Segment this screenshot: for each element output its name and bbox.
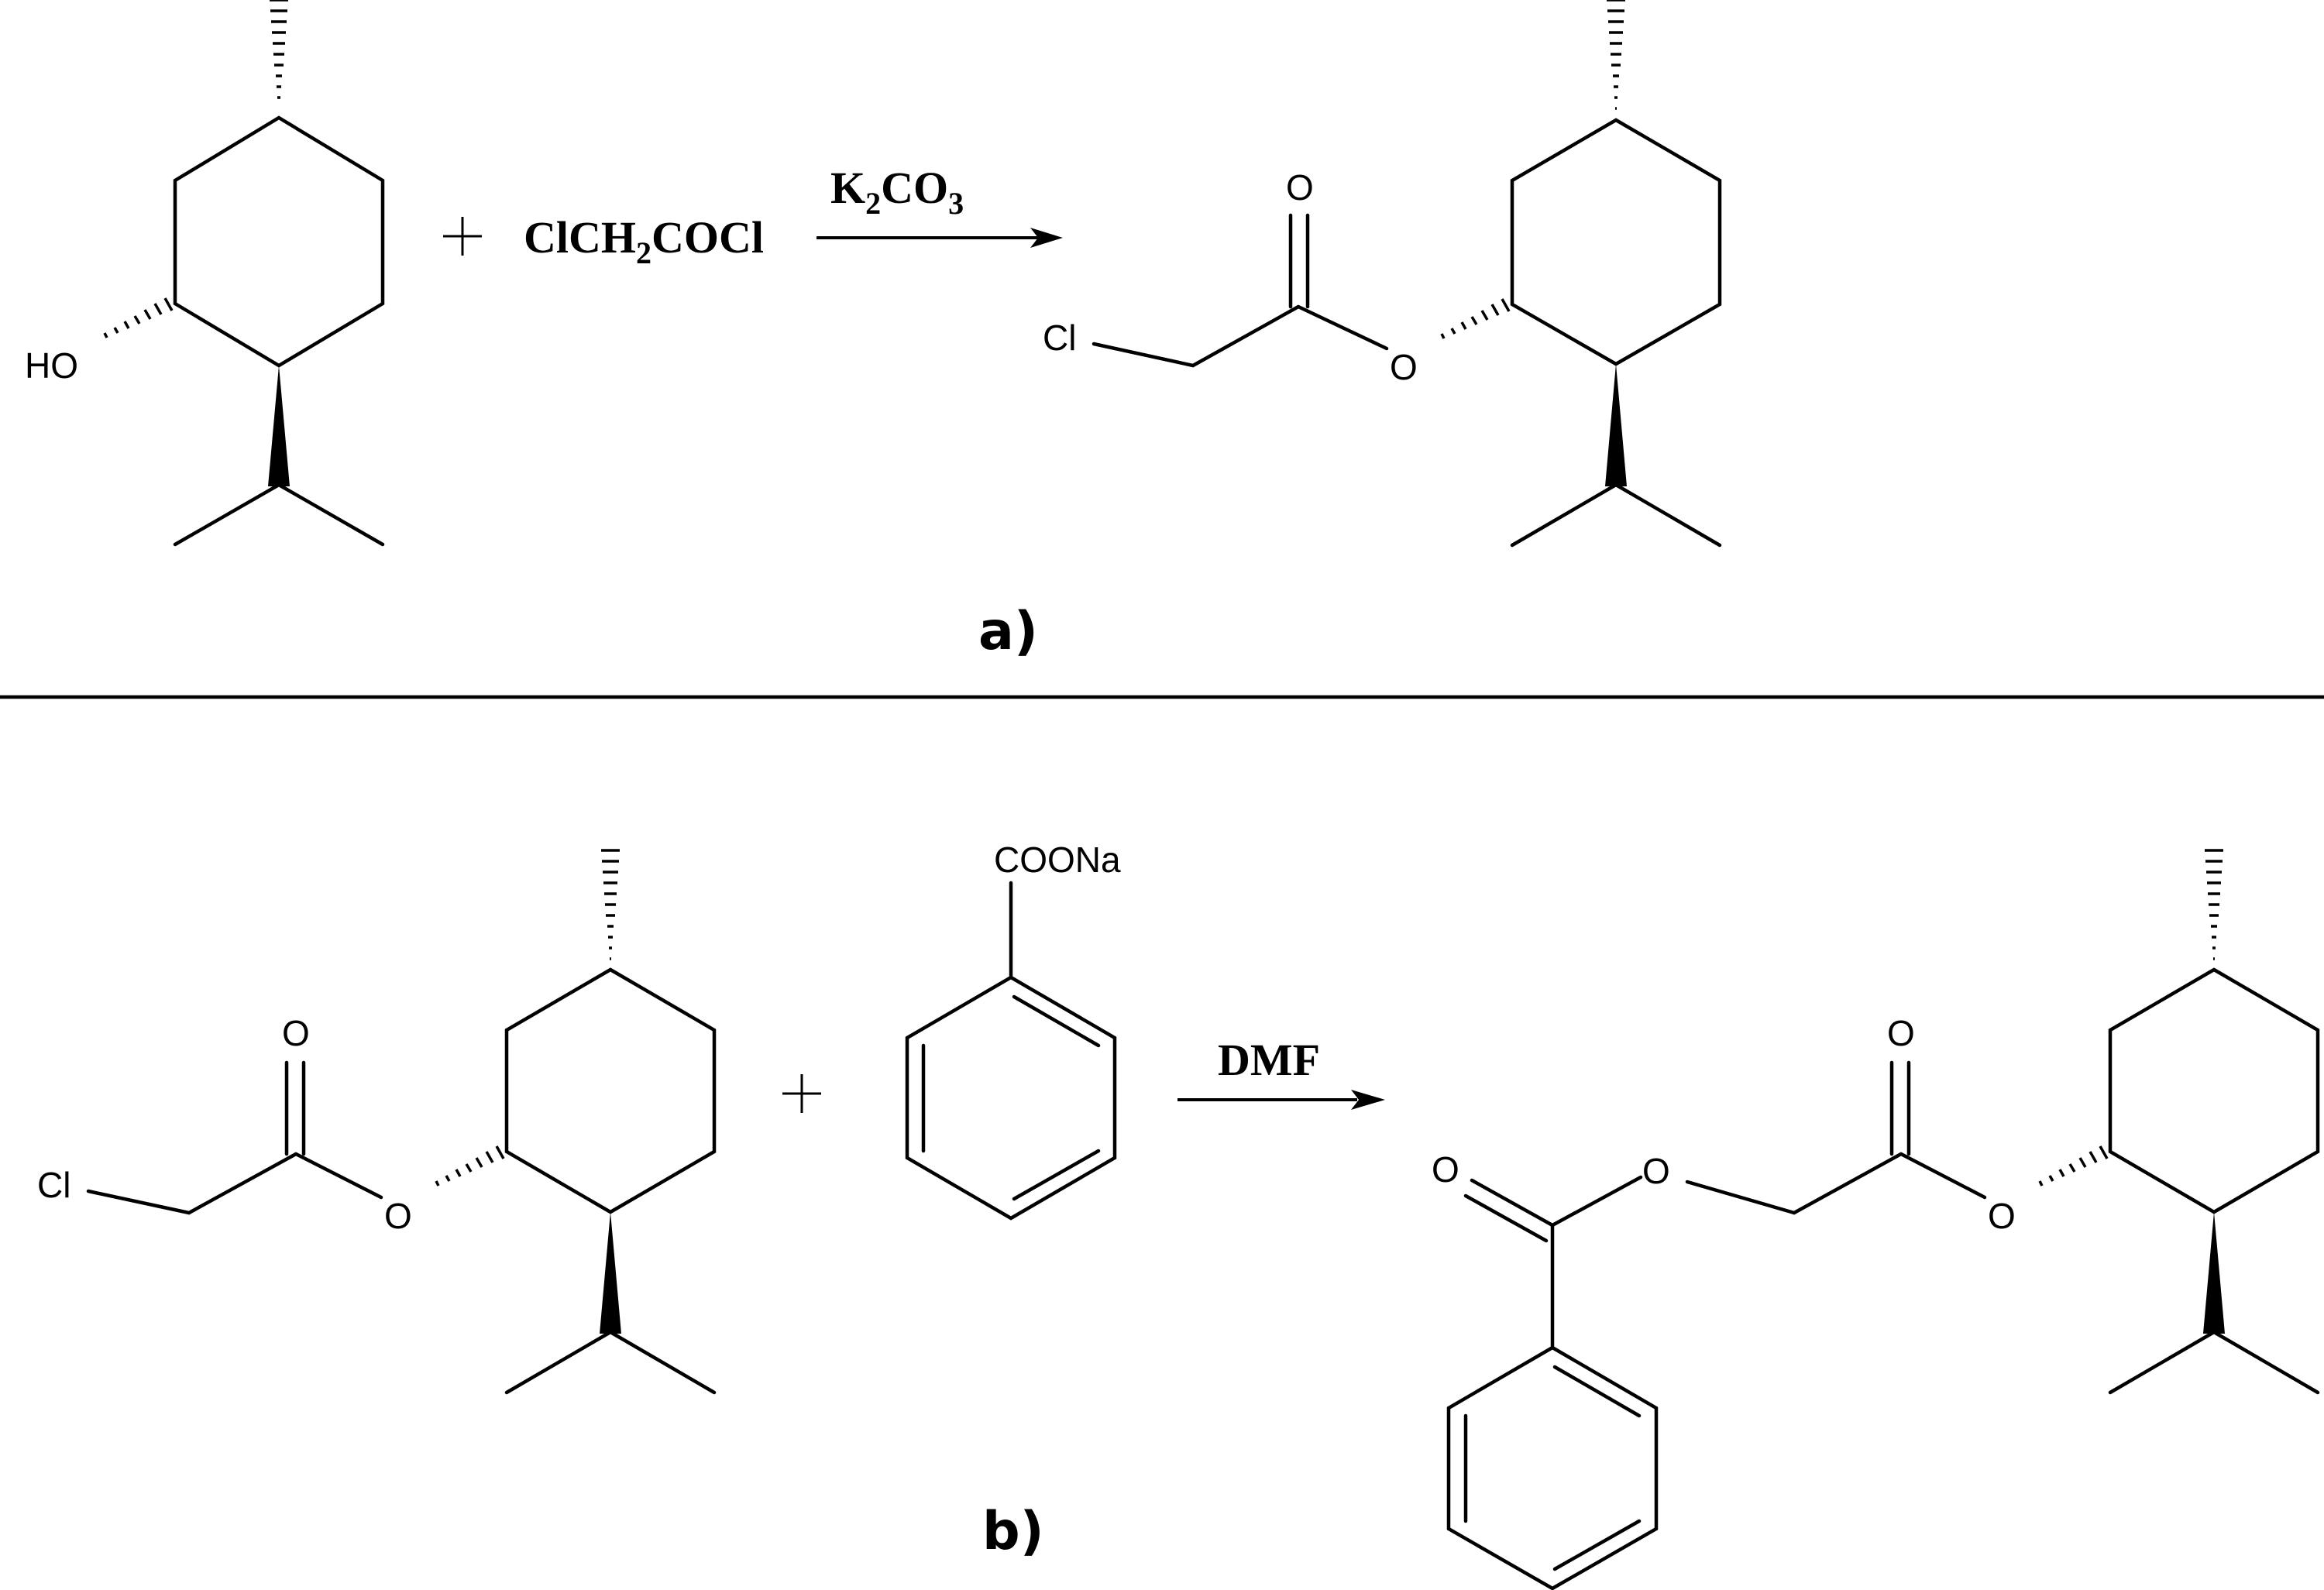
ester-oxygen-label: O: [384, 1196, 412, 1236]
carbonyl-oxygen-label: O: [1286, 167, 1314, 208]
carbonyl-oxygen-label: O: [1887, 1013, 1915, 1053]
ester-oxygen-label: O: [1390, 347, 1418, 387]
reagent-dmf: DMF: [1218, 1035, 1320, 1085]
reaction-arrow-b: DMF: [1177, 1035, 1385, 1110]
scheme-a: HO ClCH2COCl K2CO3: [25, 0, 1722, 662]
carboxylate-salt-label: COONa: [994, 840, 1121, 880]
hashed-ester-bond: [1440, 298, 1511, 339]
chloroacetyl-chloride-formula: ClCH2COCl: [524, 212, 764, 270]
reagent-k2co3: K2CO3: [830, 163, 964, 221]
benzoyl-oxygen-label: O: [1432, 1149, 1459, 1190]
hashed-ester-bond: [435, 1145, 505, 1186]
hashed-methyl-bond: [2205, 849, 2223, 960]
menthyl-chloroacetate-product: O O Cl: [1043, 0, 1722, 548]
hydroxyl-label: HO: [25, 345, 78, 386]
hashed-ester-bond: [2038, 1145, 2109, 1186]
sodium-benzoate-reactant: COONa: [905, 840, 1121, 1221]
wedge-bond: [1605, 364, 1627, 486]
hashed-methyl-bond: [270, 0, 288, 99]
wedge-bond: [2203, 1212, 2225, 1334]
reaction-arrow-a: K2CO3: [816, 163, 1063, 248]
ester-oxygen-label: O: [1988, 1196, 2016, 1236]
wedge-bond: [268, 366, 290, 486]
panel-label-a: a): [978, 601, 1038, 662]
scheme-b: O O Cl COONa DMF: [37, 840, 2320, 1590]
ether-oxygen-label: O: [1642, 1151, 1670, 1191]
wedge-bond: [600, 1212, 621, 1334]
plus-sign-a: [443, 217, 482, 256]
menthyl-chloroacetate-reactant: O O Cl: [37, 849, 717, 1395]
hashed-methyl-bond: [1607, 0, 1625, 110]
hashed-oh-bond: [103, 297, 174, 338]
benzoyloxy-acetate-product: O O O O: [1432, 849, 2320, 1590]
chloro-label: Cl: [1043, 318, 1076, 358]
chloro-label: Cl: [37, 1165, 70, 1205]
plus-sign-b: [782, 1074, 821, 1113]
hashed-methyl-bond: [601, 849, 620, 960]
menthol-reactant: HO: [25, 0, 385, 547]
carbonyl-oxygen-label: O: [282, 1013, 310, 1053]
panel-label-b: b): [982, 1501, 1044, 1562]
